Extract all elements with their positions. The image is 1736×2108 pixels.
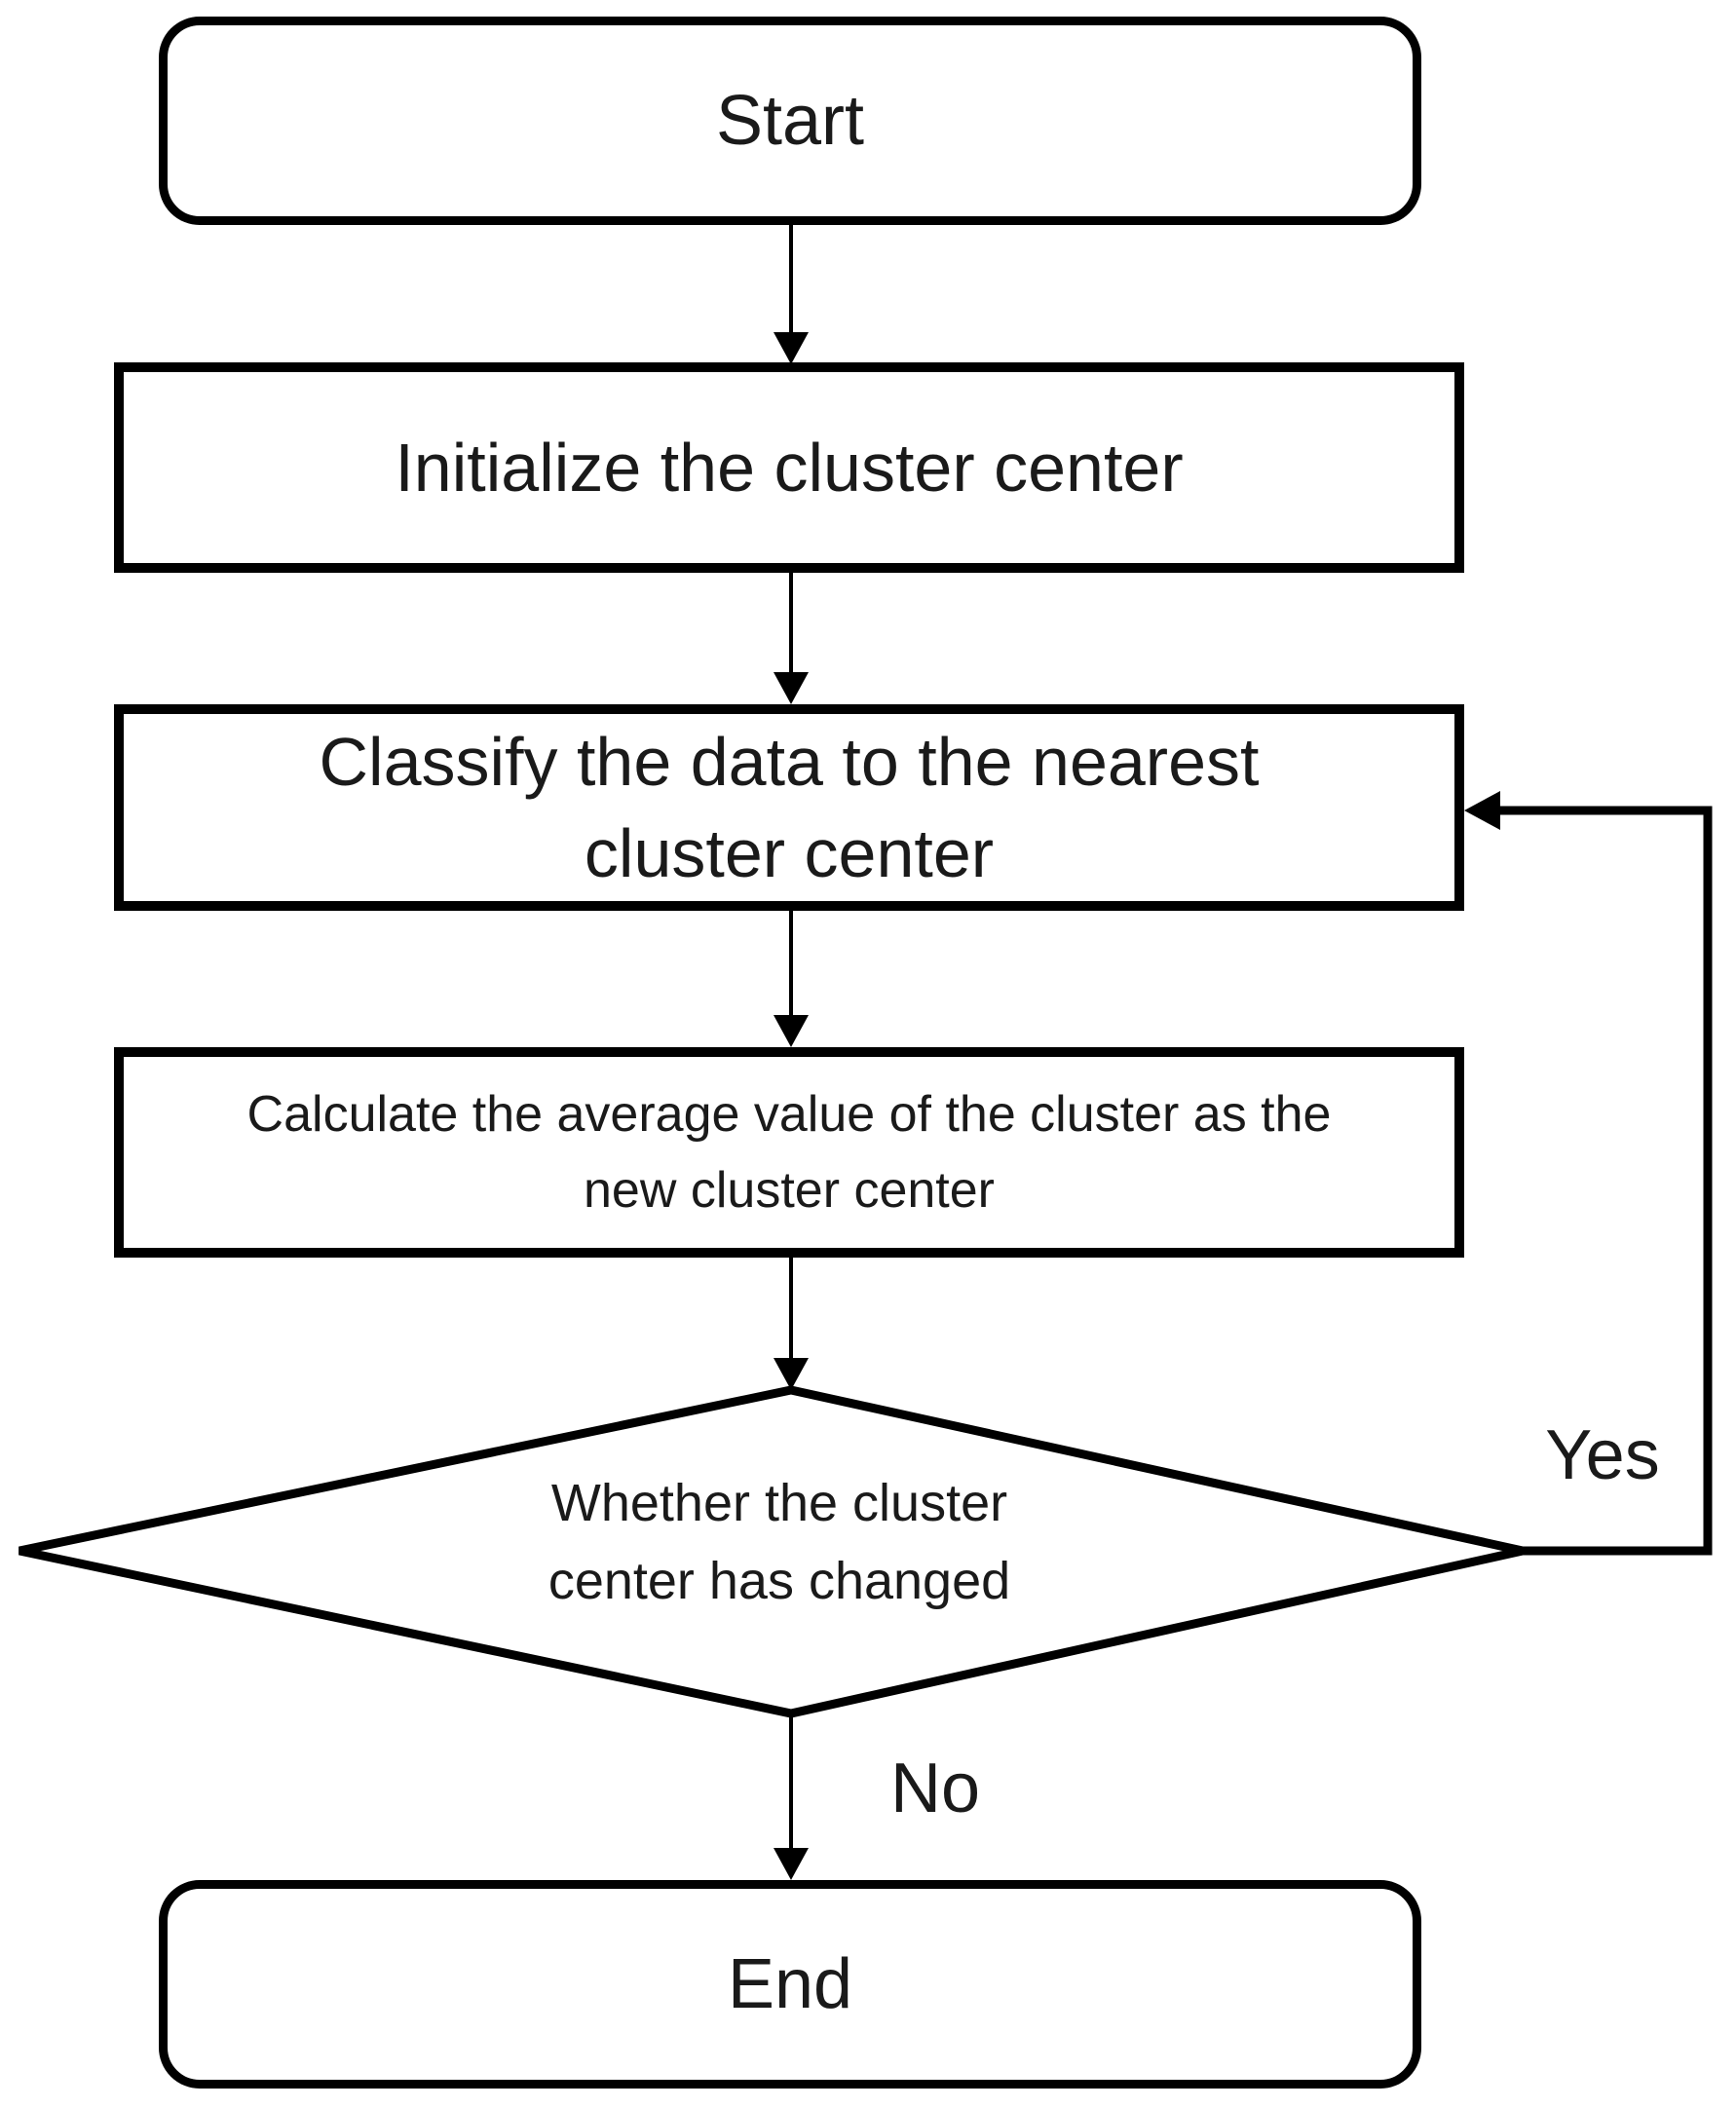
no-edge-label: No: [889, 1750, 981, 1827]
arrow-start-to-initialize: [774, 225, 809, 364]
process-initialize-node: Initialize the cluster center: [114, 362, 1464, 573]
end-node-label: End: [727, 1945, 853, 2023]
arrow-classify-to-calculate: [774, 911, 809, 1047]
process-classify-node: Classify the data to the nearest cluster…: [114, 704, 1464, 911]
process-calculate-node: Calculate the average value of the clust…: [114, 1047, 1464, 1258]
process-calculate-label: Calculate the average value of the clust…: [246, 1086, 1332, 1219]
decision-node-label: Whether the cluster center has changed: [547, 1474, 1011, 1610]
process-classify-label: Classify the data to the nearest cluster…: [319, 724, 1260, 891]
arrow-decision-to-classify-yes: [1464, 791, 1713, 1556]
arrow-calculate-to-decision: [774, 1258, 809, 1390]
start-node-label: Start: [715, 82, 865, 160]
arrow-decision-to-end-no: [774, 1713, 809, 1880]
yes-edge-label: Yes: [1545, 1416, 1660, 1494]
process-initialize-label: Initialize the cluster center: [395, 430, 1184, 506]
start-node: Start: [159, 17, 1421, 225]
end-node: End: [159, 1880, 1421, 2089]
arrow-initialize-to-classify: [774, 573, 809, 704]
